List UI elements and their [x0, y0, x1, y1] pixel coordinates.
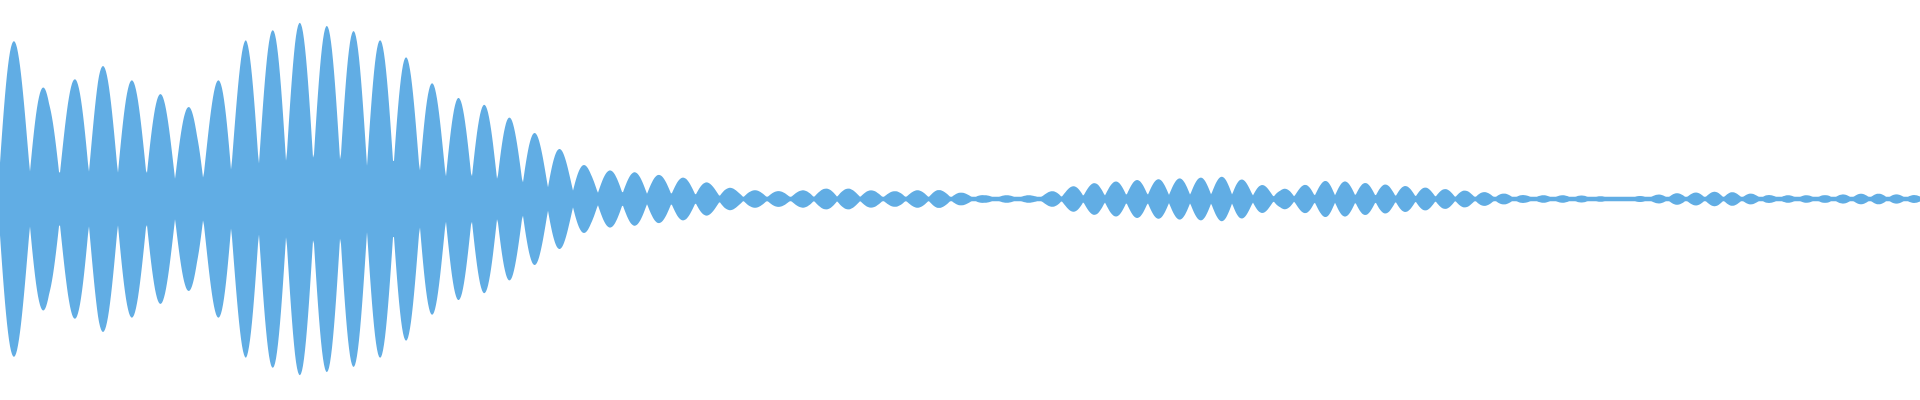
waveform-shape: [0, 22, 1920, 376]
